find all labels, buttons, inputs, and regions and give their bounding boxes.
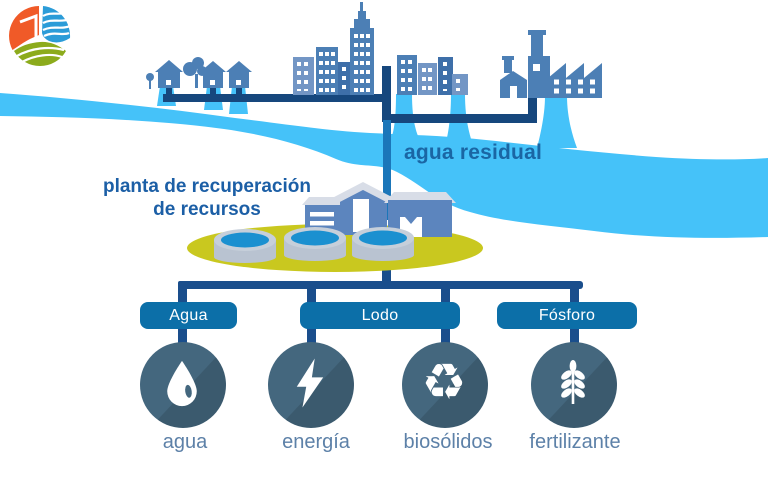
plant-label-line1: planta de recuperación [102,176,311,197]
plant-label-line2: de recursos [153,199,261,220]
product-label-biosolidos: biosólidos [403,431,493,453]
house-icon [200,61,226,88]
product-circle-agua [140,342,226,428]
product-circle-fertilizante [531,342,617,428]
house-icon [155,60,183,88]
tank [284,227,346,261]
water-agriculture-logo-icon [9,6,71,67]
wastewater-label: agua residual [404,141,542,164]
tank [352,227,414,261]
wastewater-streams [157,86,577,148]
product-circle-energia [268,342,354,428]
output-box-agua-label: Agua [169,306,208,324]
plant-inlet-pipe [383,120,391,220]
water-drop-icon [167,360,197,407]
lightning-bolt-icon [296,358,324,408]
product-label-energia: energía [282,431,350,453]
clarifier-tanks [214,227,414,263]
output-box-lodo: Lodo [300,302,460,329]
skyscraper-icon [350,2,374,95]
output-box-lodo-label: Lodo [361,306,399,324]
sewer-pipe-network [163,66,537,123]
product-label-fertilizante: fertilizante [529,431,621,453]
house-icon [226,61,252,88]
output-box-fosforo: Fósforo [497,302,637,329]
tank [214,229,276,263]
output-box-agua: Agua [140,302,237,329]
product-label-agua: agua [162,431,208,453]
output-box-fosforo-label: Fósforo [538,306,596,324]
treatment-plant-buildings [302,182,456,237]
wheat-icon [561,360,585,404]
recycle-icon: ♻ [421,353,467,411]
plant-label: planta de recuperación de recursos [91,175,323,221]
city-skyline [293,2,468,95]
factory [500,30,602,98]
tree-icon [146,73,154,81]
product-circle-biosolidos: ♻ [402,342,488,428]
residential-area [146,57,252,89]
